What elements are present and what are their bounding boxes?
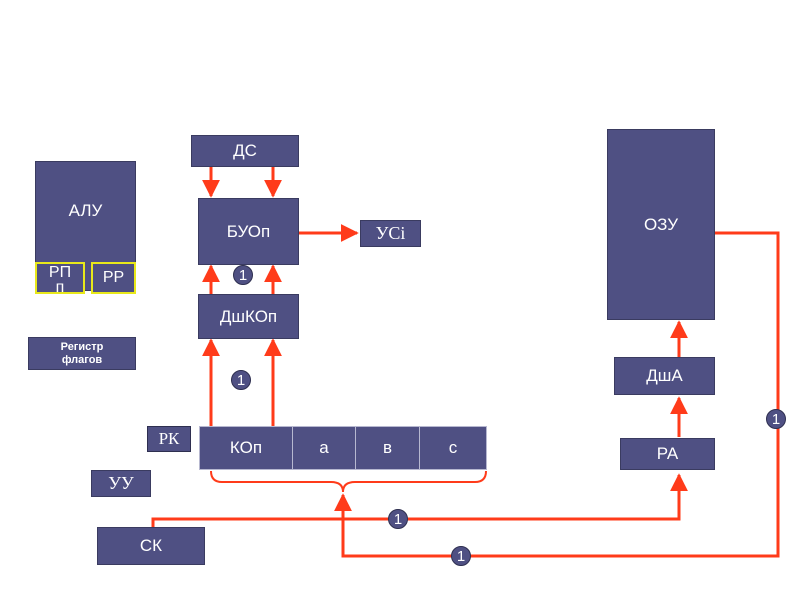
register-field-c: с: [419, 426, 487, 470]
badge-sk-wire: 1: [388, 509, 408, 529]
field-label: КОп: [229, 438, 263, 457]
buop-block: БУОп: [198, 198, 299, 265]
badge-label: 1: [236, 371, 246, 389]
register-field-b: в: [355, 426, 420, 470]
field-label: а: [319, 438, 329, 457]
badge-label: 1: [393, 510, 403, 528]
dsha-block: ДшА: [614, 357, 715, 395]
uu-label: УУ: [108, 473, 134, 493]
badge-label: 1: [238, 266, 248, 284]
field-label: в: [382, 438, 393, 457]
uu-block: УУ: [91, 470, 151, 497]
rpp-label: РП п: [48, 264, 72, 294]
badge-label: 1: [456, 547, 466, 565]
dsha-label: ДшА: [646, 366, 683, 385]
wire-ozu-return: [334, 231, 780, 558]
field-label: с: [448, 438, 458, 457]
rpp-register: РП п: [35, 262, 85, 294]
usi-label: УСi: [375, 223, 406, 243]
rk-label: РК: [158, 429, 180, 448]
sk-block: СК: [97, 527, 205, 565]
sk-label: СК: [139, 536, 163, 555]
dshkop-block: ДшКОп: [198, 294, 299, 339]
badge-label: 1: [771, 410, 781, 428]
badge-return-wire: 1: [451, 546, 471, 566]
rk-label-box: РК: [147, 426, 191, 452]
wire-sk-ra: [151, 473, 688, 528]
buop-label: БУОп: [226, 221, 271, 241]
ozu-label: ОЗУ: [643, 214, 679, 234]
badge-ozu-wire: 1: [766, 409, 786, 429]
ra-block: РА: [620, 438, 715, 470]
flags-register: Регистр флагов: [28, 337, 136, 370]
badge-dshkop: 1: [231, 370, 251, 390]
badge-buop: 1: [233, 265, 253, 285]
flags-label: Регистр флагов: [60, 340, 104, 366]
register-brace: [210, 470, 487, 493]
ds-label: ДС: [233, 141, 257, 160]
register-field-a: а: [292, 426, 356, 470]
usi-block: УСi: [360, 220, 421, 247]
ds-block: ДС: [191, 135, 299, 167]
rr-register: РР: [91, 262, 136, 294]
ra-label: РА: [656, 444, 679, 463]
alu-label: АЛУ: [68, 201, 103, 220]
ozu-block: ОЗУ: [607, 129, 715, 320]
rr-label: РР: [102, 269, 125, 286]
register-field-kop: КОп: [199, 426, 293, 470]
dshkop-label: ДшКОп: [219, 306, 278, 326]
